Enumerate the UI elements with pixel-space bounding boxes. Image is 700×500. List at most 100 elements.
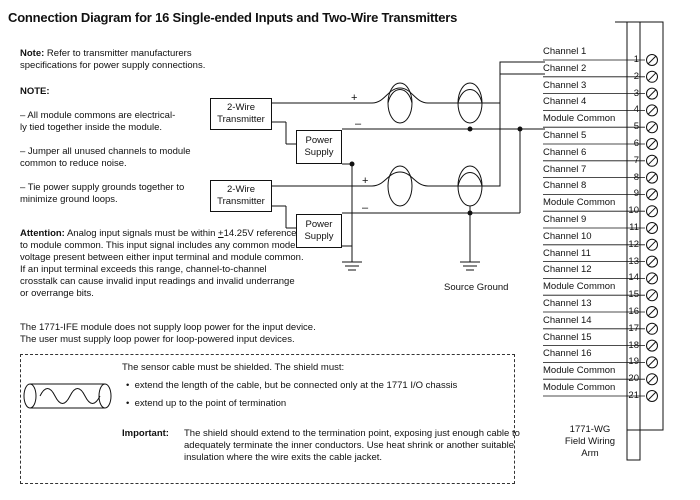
shield-bullet-2: • extend up to the point of termination — [126, 398, 287, 409]
attention-line4: If an input terminal exceeds this range,… — [20, 264, 267, 275]
note-item-1-line1: – All module commons are electrical- — [20, 110, 176, 121]
loop-power-line1: The 1771-IFE module does not supply loop… — [20, 322, 316, 333]
terminal-screw-slot — [647, 190, 657, 199]
note-heading: NOTE: — [20, 86, 50, 97]
important-text: The shield should extend to the terminat… — [184, 428, 520, 463]
shield-cable-sketch — [23, 383, 112, 409]
note-item-3-line2: minimize ground loops. — [20, 194, 118, 205]
terminal-screw-slot — [647, 307, 657, 317]
tx1-signal-wire — [371, 61, 545, 104]
attention-line3: voltage present between either input ter… — [20, 252, 304, 263]
terminal-number: 10 — [628, 205, 639, 217]
terminal-label: Module Common — [543, 197, 616, 209]
terminal-screws — [543, 54, 658, 402]
terminal-screw-slot — [647, 391, 657, 401]
terminal-screw-slot — [647, 55, 657, 65]
terminal-number: 20 — [628, 373, 639, 385]
note-item-2: – Jumper all unused channels to module c… — [20, 146, 191, 170]
note-item-2-line2: common to reduce noise. — [20, 158, 127, 169]
junction-dot-4 — [467, 210, 473, 216]
note-main: Note: Refer to transmitter manufacturers… — [20, 48, 205, 72]
terminal-label: Channel 1 — [543, 46, 587, 57]
junction-dot-3 — [467, 126, 473, 132]
terminal-number: 2 — [633, 70, 639, 82]
attention-line2: to module common. This input signal incl… — [20, 240, 296, 251]
note-item-2-line1: – Jumper all unused channels to module — [20, 146, 191, 157]
terminal-label: Channel 3 — [543, 79, 587, 91]
shield-intro: The sensor cable must be shielded. The s… — [122, 362, 345, 373]
terminal-label: Channel 14 — [543, 314, 592, 326]
tx2-signal-wire — [371, 73, 545, 187]
minus-sign-2: – — [362, 202, 369, 214]
terminal-label: Module Common — [543, 365, 616, 377]
terminal-screw-slot — [647, 106, 657, 115]
terminal-number: 7 — [633, 154, 639, 166]
loop-power-line2: The user must supply loop power for loop… — [20, 334, 295, 345]
terminal-label: Channel 15 — [543, 331, 592, 343]
attention-line1: Analog input signals must be within — [64, 228, 219, 239]
attention-label: Attention: — [20, 228, 65, 239]
terminal-screw-slot — [647, 72, 657, 82]
diagram-title: Connection Diagram for 16 Single-ended I… — [8, 10, 458, 25]
minus-sign-1: – — [355, 118, 362, 130]
terminal-screw-slot — [647, 324, 657, 334]
terminal-label: Channel 13 — [543, 298, 592, 309]
terminal-number: 19 — [628, 356, 639, 368]
note-item-3-line1: – Tie power supply grounds together to — [20, 182, 185, 193]
cable-shield-2-a — [387, 165, 413, 207]
terminal-screw-slot — [647, 89, 657, 98]
terminal-label: Module Common — [543, 281, 616, 293]
attention-line5: crosstalk can cause invalid input readin… — [20, 276, 295, 287]
terminal-label: Channel 7 — [543, 163, 587, 175]
note-item-1: – All module commons are electrical- ly … — [20, 110, 175, 134]
terminal-label: Channel 4 — [543, 96, 587, 108]
terminal-number: 8 — [633, 171, 639, 183]
terminal-screw-slot — [647, 173, 657, 182]
loop-power-note: The 1771-IFE module does not supply loop… — [20, 322, 316, 346]
attention-line6: or overrange bits. — [20, 288, 94, 299]
terminal-label: Channel 2 — [543, 62, 587, 74]
note-line2: specifications for power supply connecti… — [20, 60, 206, 71]
note-item-3: – Tie power supply grounds together to m… — [20, 182, 184, 206]
terminal-number: 5 — [633, 121, 639, 133]
terminal-screw-slot — [647, 257, 657, 266]
terminal-screw-slot — [647, 206, 657, 216]
plus-minus-symbol: + — [218, 228, 224, 239]
terminal-screw-slot — [647, 223, 657, 233]
note-item-1-line2: ly tied together inside the module. — [20, 122, 163, 133]
terminal-number: 6 — [633, 138, 639, 149]
terminal-number: 4 — [633, 104, 639, 116]
terminal-number: 18 — [628, 339, 639, 351]
shield-bullet-1: • extend the length of the cable, but be… — [126, 380, 458, 391]
terminal-label: Channel 10 — [543, 230, 592, 242]
terminal-number: 21 — [628, 390, 639, 401]
terminal-label: Module Common — [543, 113, 616, 125]
terminal-number: 15 — [628, 289, 639, 301]
terminal-screw-slot — [647, 240, 657, 250]
terminal-number: 14 — [628, 272, 639, 284]
terminal-screw-slot — [647, 156, 657, 166]
note-line1: Refer to transmitter manufacturers — [44, 48, 192, 59]
important-label: Important: — [122, 428, 169, 439]
terminal-label: Channel 11 — [543, 247, 591, 259]
terminal-label: Channel 8 — [543, 180, 587, 192]
junction-dot-1 — [517, 126, 523, 132]
terminal-number: 16 — [628, 306, 639, 317]
terminal-screw-slot — [647, 341, 657, 350]
terminal-label: Channel 9 — [543, 214, 587, 225]
plus-sign-1: + — [351, 92, 358, 104]
terminal-label: Channel 6 — [543, 146, 587, 158]
terminal-number: 1 — [633, 54, 639, 65]
terminal-label: Module Common — [543, 382, 616, 393]
